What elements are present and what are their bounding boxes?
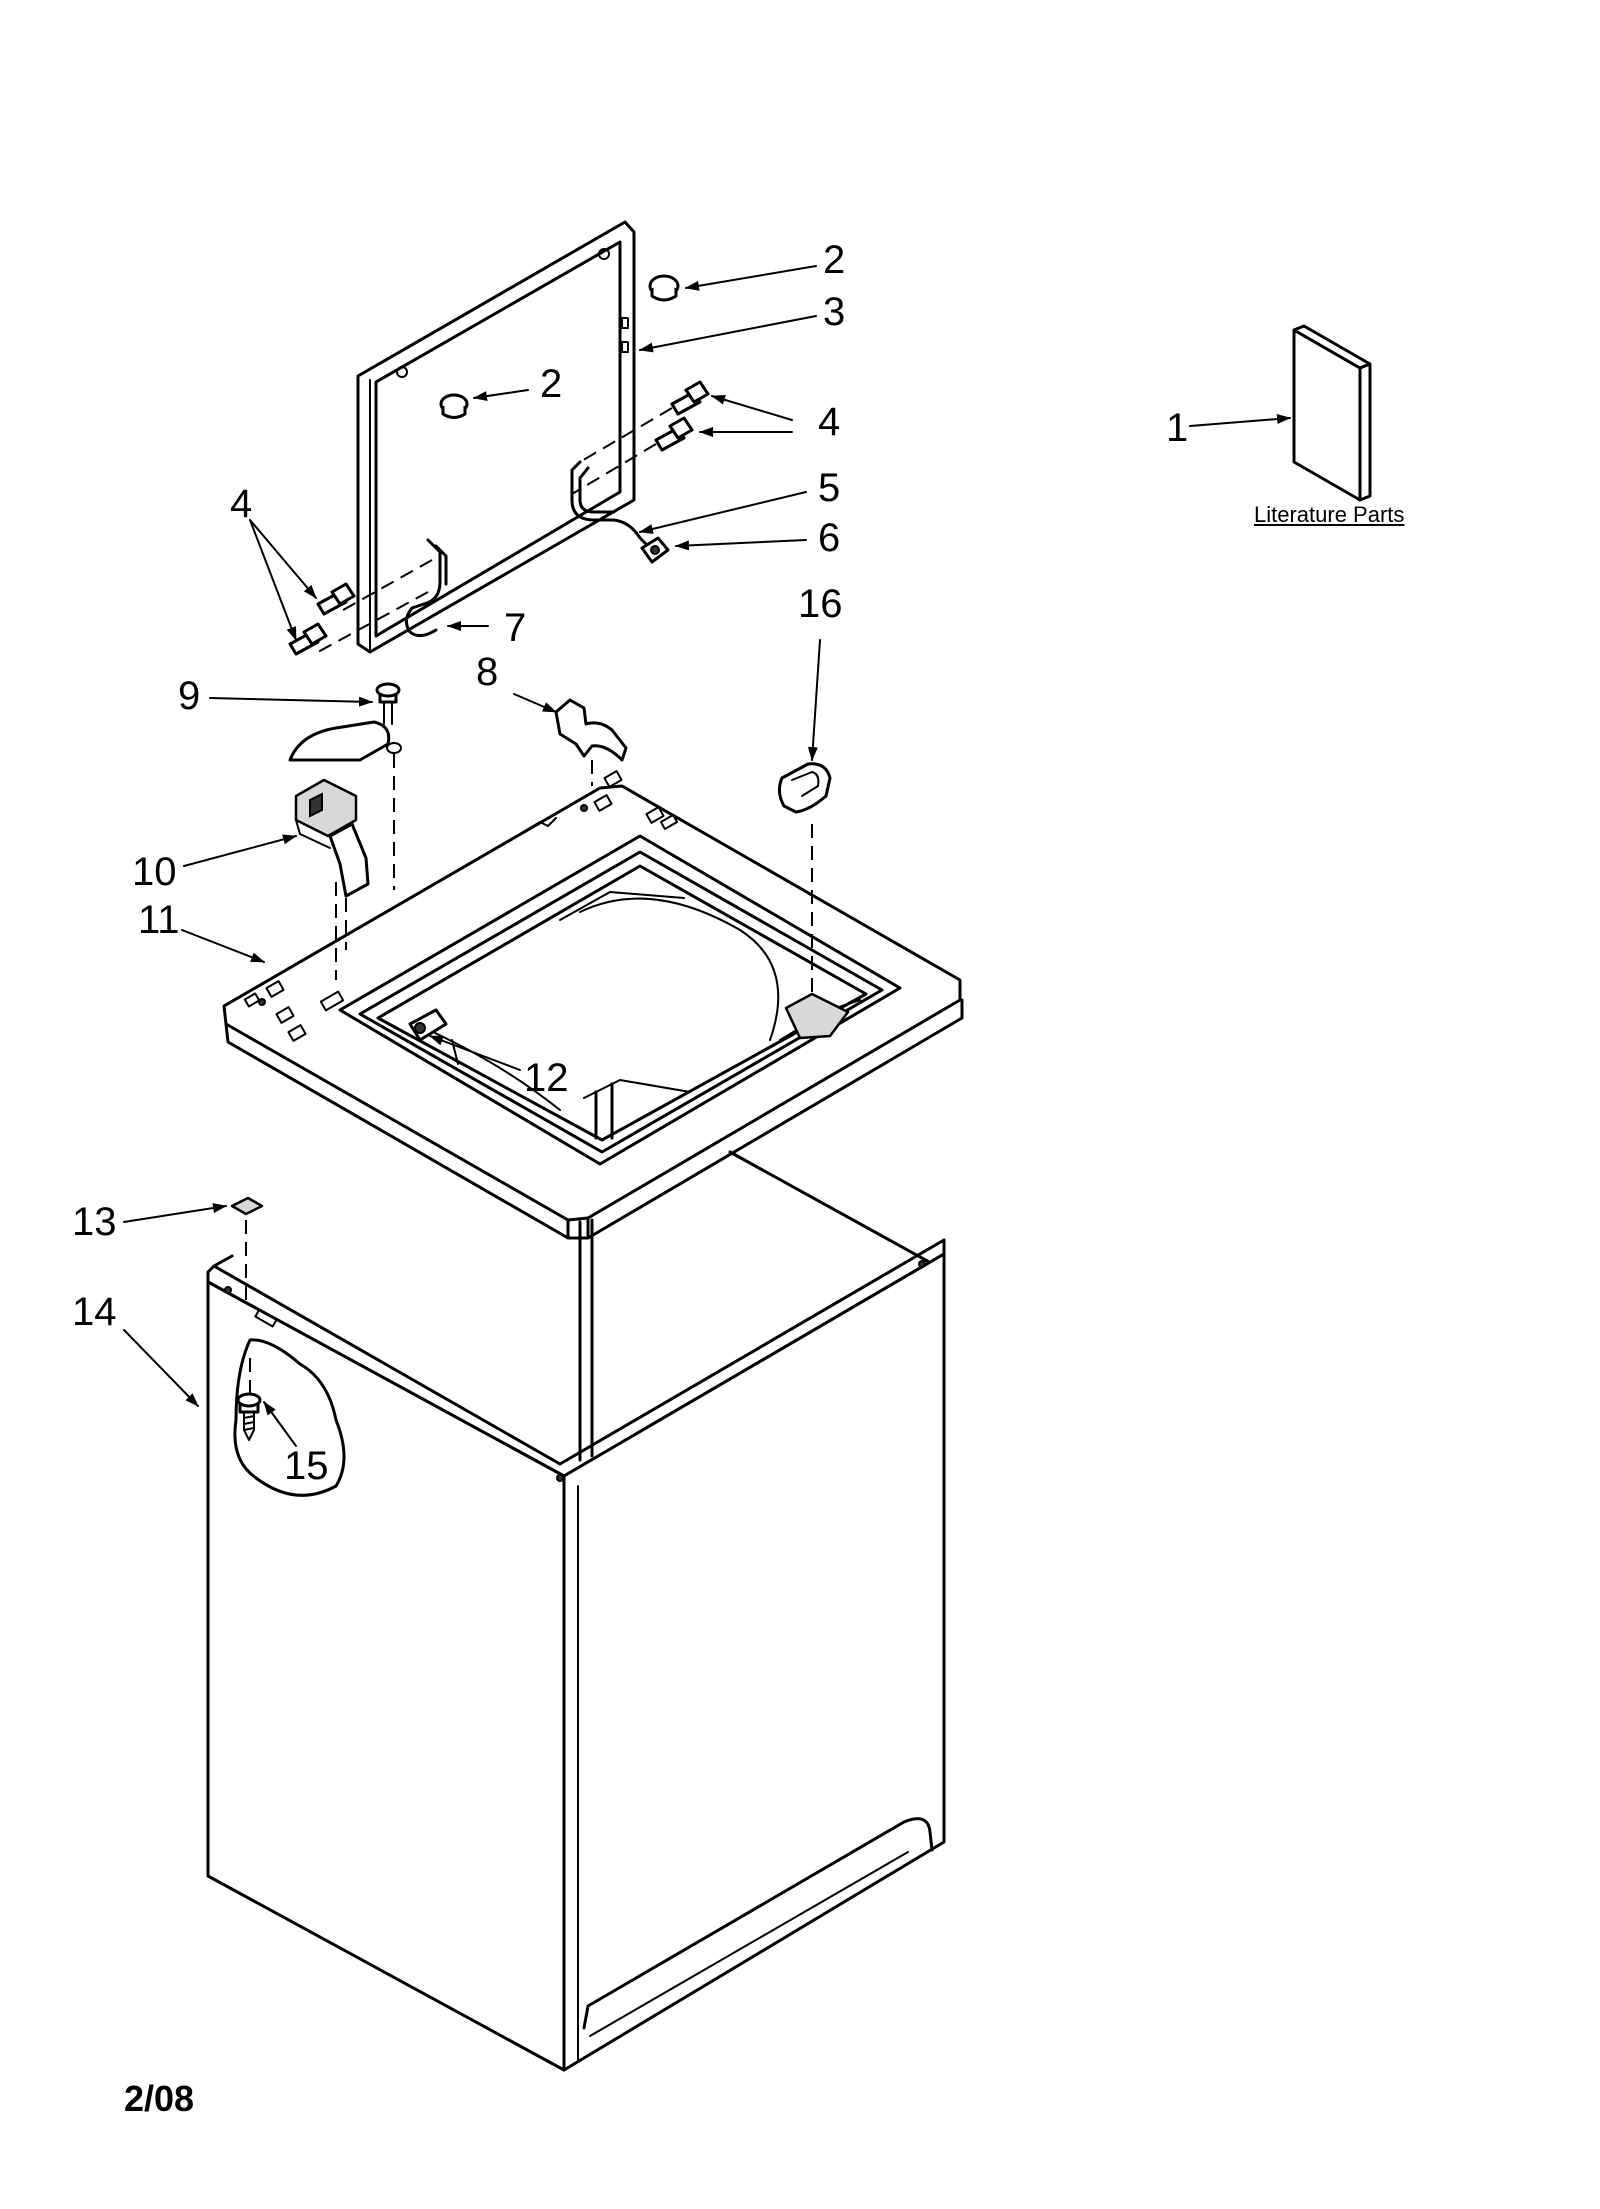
leader-lines	[123, 265, 1291, 1447]
callout-16: 16	[798, 582, 843, 626]
callout-8: 8	[476, 650, 499, 694]
center-post	[594, 1082, 614, 1140]
clip	[230, 1196, 264, 1300]
hinge-rod-right	[570, 460, 652, 550]
literature-book	[1292, 324, 1372, 502]
callout-6: 6	[818, 516, 841, 560]
cabinet	[206, 1150, 946, 2072]
callout-14: 14	[72, 1290, 117, 1334]
callout-5: 5	[818, 466, 841, 510]
hinge-rod-left	[317, 538, 448, 653]
lid-strike	[554, 698, 628, 762]
callout-3: 3	[823, 290, 846, 334]
callout-2-left: 2	[540, 362, 563, 406]
callout-9: 9	[178, 674, 201, 718]
switch-screw	[375, 682, 402, 890]
dispenser-cap	[777, 762, 832, 1006]
hinge-grommet	[640, 536, 670, 564]
callout-11: 11	[138, 898, 180, 942]
hinge-screws-right	[571, 380, 710, 495]
callout-4-right: 4	[818, 400, 841, 444]
callout-13: 13	[72, 1200, 117, 1244]
callout-12: 12	[524, 1056, 569, 1100]
callout-15: 15	[284, 1444, 329, 1488]
lid-frame	[356, 220, 636, 654]
nozzle	[408, 1008, 448, 1042]
callout-7: 7	[504, 606, 527, 650]
cutaway-view	[233, 1338, 346, 1497]
callout-4-left: 4	[230, 482, 253, 526]
bumper-upper	[648, 274, 680, 302]
literature-parts-label: Literature Parts	[1254, 502, 1405, 527]
bumper-left	[439, 393, 469, 419]
dispenser-base	[784, 992, 850, 1040]
callout-2-upper: 2	[823, 238, 846, 282]
lid-holes	[396, 248, 629, 378]
date-code: 2/08	[124, 2078, 195, 2119]
lid-switch	[288, 720, 391, 898]
callout-1: 1	[1166, 406, 1189, 450]
top-panel	[222, 770, 964, 1240]
hinge-screws-left	[288, 582, 356, 656]
callout-10: 10	[132, 850, 177, 894]
